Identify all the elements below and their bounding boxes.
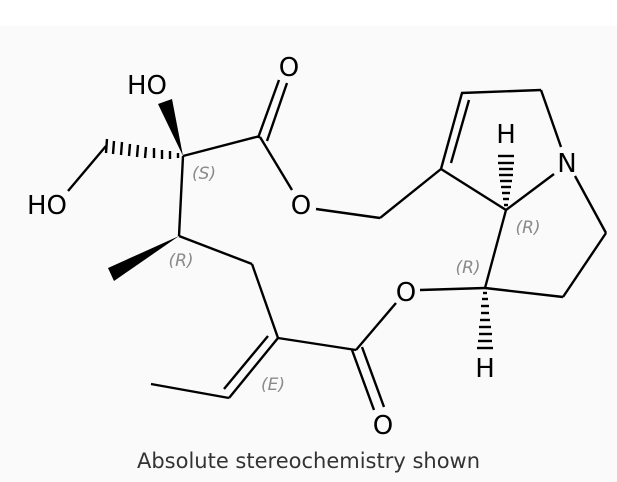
atom-label-o-ester-right: O — [396, 278, 416, 308]
ring-bond-n-ch2 — [573, 175, 608, 234]
stereo-label-r-oxy: (R) — [455, 258, 480, 278]
top-margin — [0, 0, 617, 26]
double-bond-alkene-b — [223, 335, 269, 390]
ring-bond-ch2-ch2 — [562, 232, 607, 298]
atom-label-o-ester-top: O — [291, 191, 311, 221]
atom-label-ho-top: HO — [127, 71, 167, 101]
ring-bond-bridgehead-n — [505, 173, 555, 211]
wedge-bond-methyl — [108, 236, 179, 281]
ring-bond-ch2-coxy — [484, 286, 564, 299]
atom-label-h-bottom: H — [475, 354, 495, 384]
double-bond-co-bottom-a — [350, 349, 376, 411]
bond-oester-ch2 — [315, 207, 381, 220]
bond-coxy-oester — [419, 286, 486, 292]
ring-double-bond-a — [439, 92, 464, 170]
bond-alkene-methyl — [150, 382, 230, 400]
bond-cr-cs — [177, 155, 185, 237]
bond-cs-carbonyl — [182, 134, 261, 158]
bond-alkene-ch2 — [250, 263, 280, 339]
stereo-label-e: (E) — [261, 375, 285, 395]
stereo-label-r-bridgehead: (R) — [515, 218, 540, 238]
hashed-bond-h-top — [498, 154, 514, 207]
ring-bond-top — [460, 88, 542, 95]
bond-ch2-oh — [67, 145, 107, 192]
hashed-bond-h-bottom — [477, 291, 493, 350]
bond-carbonyl-alkene — [277, 336, 357, 352]
atom-label-h-top: H — [496, 120, 516, 150]
atom-label-n: N — [557, 149, 576, 179]
double-bond-co-top-a — [256, 79, 281, 139]
atom-label-o-carbonyl-bottom: O — [373, 411, 393, 441]
stereo-label-s: (S) — [192, 164, 216, 184]
structure-panel — [0, 26, 617, 482]
bond-ch2-cr — [178, 234, 253, 266]
atom-label-ho-left: HO — [27, 191, 67, 221]
ring-bond-ch2-n — [539, 89, 563, 148]
ring-bond-bridgehead-coxy — [483, 209, 508, 289]
stereochemistry-caption: Absolute stereochemistry shown — [136, 449, 481, 473]
ring-double-bond-b — [449, 99, 471, 164]
ring-bond-alkene-bridgehead — [440, 167, 507, 212]
bond-ch2-ring — [379, 168, 442, 219]
double-bond-co-top-b — [265, 82, 289, 142]
wedge-bond-oh — [158, 99, 183, 156]
atom-label-o-carbonyl-top: O — [279, 53, 299, 83]
hashed-bond-ch2oh — [104, 138, 180, 159]
bond-oester-carbonyl-bottom — [355, 302, 397, 351]
double-bond-alkene-a — [228, 337, 279, 399]
stereo-label-r-methyl: (R) — [168, 251, 193, 271]
bond-carbonyl-oester — [258, 136, 294, 191]
double-bond-co-bottom-b — [360, 346, 386, 408]
